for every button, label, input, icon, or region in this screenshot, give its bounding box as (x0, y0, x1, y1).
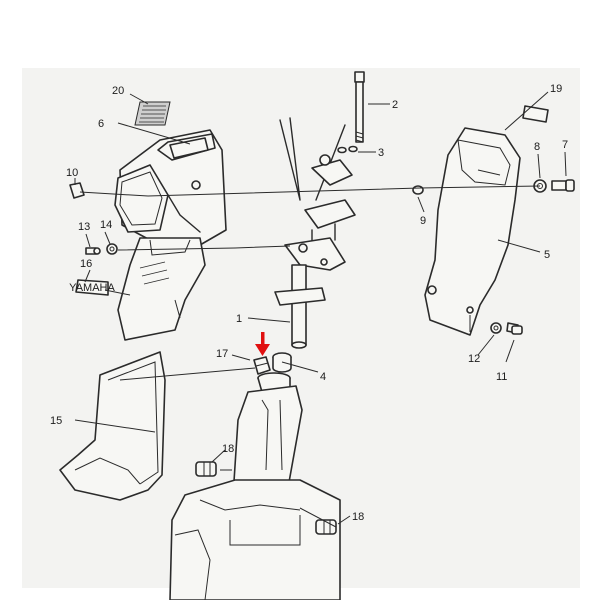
label-12: 12 (468, 353, 480, 365)
label-3: 3 (378, 147, 384, 159)
alignment-line-18 (220, 469, 337, 528)
nut-part-10 (69, 182, 85, 199)
label-6: 6 (98, 118, 104, 130)
label-7: 7 (562, 139, 568, 151)
emblem-text: YAMAHA (69, 282, 115, 294)
leader-lines (74, 91, 567, 525)
steering-shaft-part-1 (274, 237, 346, 349)
label-2: 2 (392, 99, 398, 111)
grip-vents (139, 261, 170, 285)
bolt-part-2 (354, 71, 365, 143)
screw-part-7 (551, 179, 575, 192)
screw-part-13 (85, 247, 101, 255)
washer-part-12 (490, 322, 502, 334)
washer-part-14 (106, 243, 118, 255)
collar-part-17 (253, 356, 271, 375)
decal-part-20 (134, 101, 171, 126)
label-19: 19 (550, 83, 562, 95)
label-14: 14 (100, 219, 112, 231)
alignment-line-14 (117, 245, 291, 251)
spacer-part-9 (412, 185, 424, 195)
label-20: 20 (112, 85, 124, 97)
label-15: 15 (50, 415, 62, 427)
label-18a: 18 (222, 443, 234, 455)
screw-part-11 (506, 322, 523, 335)
lower-steering-housing (169, 372, 341, 600)
label-9: 9 (420, 215, 426, 227)
label-5: 5 (544, 249, 550, 261)
grip-housing (117, 237, 206, 341)
label-16: 16 (80, 258, 92, 270)
grommet-part-18b (315, 519, 337, 535)
side-cover-part-5 (424, 127, 521, 336)
label-18b: 18 (352, 511, 364, 523)
emblem-part-16: YAMAHA (69, 279, 115, 296)
label-10: 10 (66, 167, 78, 179)
arrow-down-icon (255, 332, 270, 356)
upper-cover-part-6 (114, 129, 227, 246)
label-8: 8 (534, 141, 540, 153)
grommet-part-18a (195, 461, 217, 477)
bushing-part-4 (272, 352, 292, 373)
part-labels: 2 3 4 5 6 7 8 9 10 11 12 13 14 15 16 17 … (50, 83, 568, 523)
label-11: 11 (496, 371, 507, 383)
alignment-line-17 (119, 367, 256, 381)
label-13: 13 (78, 221, 90, 233)
alignment-line (79, 185, 541, 197)
decal-part-19 (522, 105, 549, 123)
label-4: 4 (320, 371, 326, 383)
washer-part-3 (337, 145, 358, 154)
steering-bracket-assembly (279, 117, 356, 246)
label-1: 1 (236, 313, 242, 325)
label-17: 17 (216, 348, 228, 360)
